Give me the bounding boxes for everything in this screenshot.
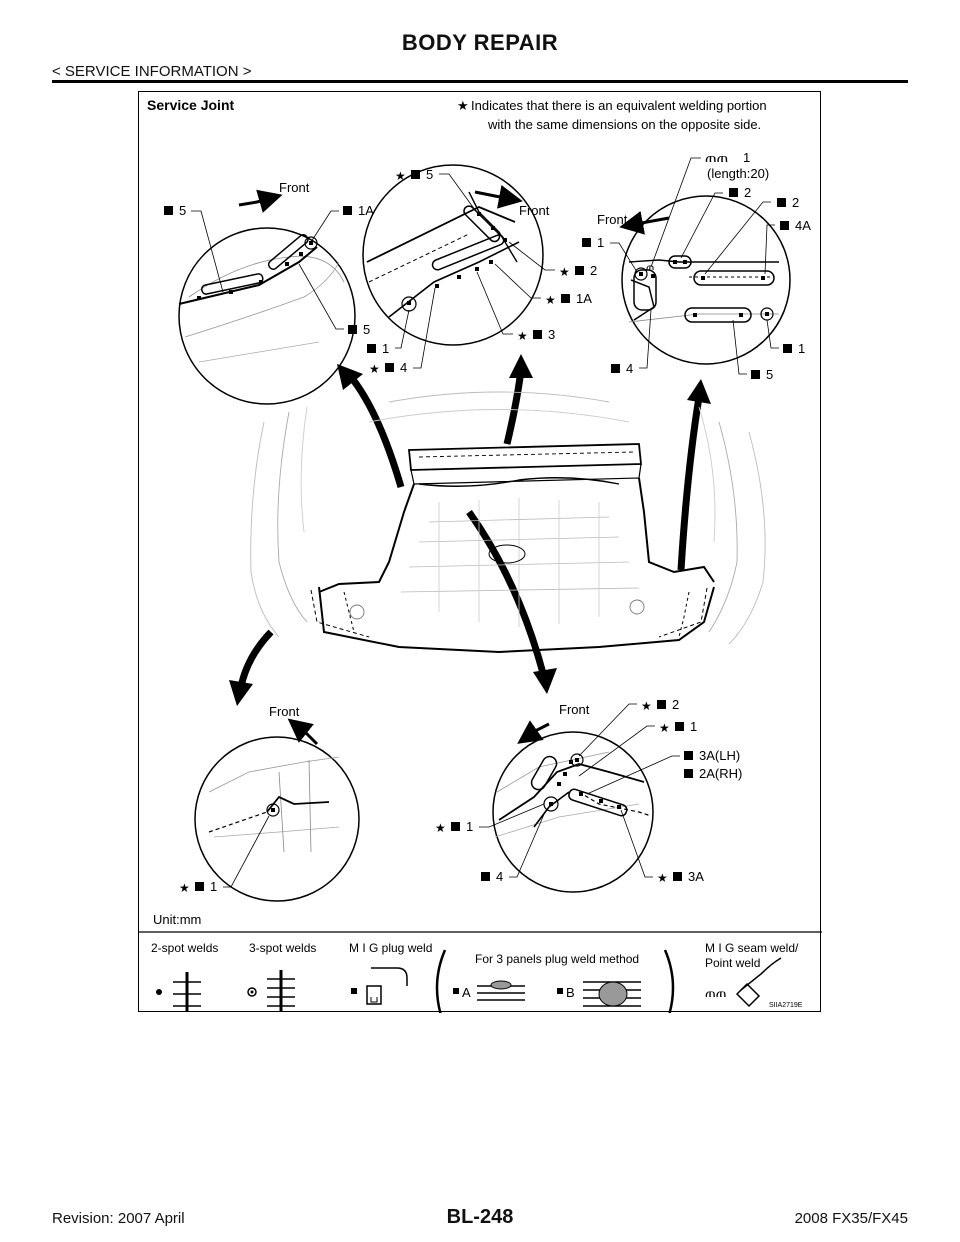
callout-label: 2 bbox=[672, 697, 679, 712]
detail-bottom-left-labels: Front ★ 1 bbox=[179, 704, 319, 895]
star-icon: ★ bbox=[517, 329, 528, 343]
star-note-line2: with the same dimensions on the opposite… bbox=[487, 117, 761, 132]
plug-method-b-icon: B bbox=[557, 981, 641, 1007]
plug-method-a-icon: A bbox=[453, 980, 525, 1001]
front-label: Front bbox=[559, 702, 590, 717]
front-label: Front bbox=[519, 203, 550, 218]
star-icon: ★ bbox=[659, 721, 670, 735]
callout-label: 1 bbox=[597, 235, 604, 250]
front-label: Front bbox=[597, 212, 628, 227]
legend-seam-line2: Point weld bbox=[705, 956, 760, 970]
detail-top-center bbox=[362, 164, 544, 346]
callout-label: 2 bbox=[744, 185, 751, 200]
callout-label: 1 bbox=[382, 341, 389, 356]
page-number: BL-248 bbox=[446, 1206, 514, 1228]
section-breadcrumb: < SERVICE INFORMATION > bbox=[52, 63, 252, 80]
plug-weld-icon bbox=[351, 967, 408, 1005]
unit-label: Unit:mm bbox=[153, 912, 201, 927]
header-rule bbox=[52, 80, 908, 83]
callout-label: 3A bbox=[688, 869, 704, 884]
star-note-line1: Indicates that there is an equivalent we… bbox=[471, 98, 767, 113]
figure-heading: Service Joint bbox=[147, 97, 234, 113]
front-label: Front bbox=[279, 180, 310, 195]
callout-label: 2 bbox=[792, 195, 799, 210]
page-title: BODY REPAIR bbox=[401, 30, 559, 55]
legend-two-spot: 2-spot welds bbox=[151, 941, 218, 955]
star-icon: ★ bbox=[179, 881, 190, 895]
legend-three-panel: For 3 panels plug weld method bbox=[475, 952, 639, 966]
detail-top-center-labels: ★ 5 Front ★ 2 ★ 1A ★ 3 1 ★ 4 bbox=[367, 167, 597, 376]
legend-three-spot: 3-spot welds bbox=[249, 941, 316, 955]
callout-label: 1A bbox=[358, 203, 374, 218]
figure-drawing: Service Joint ★ Indicates that there is … bbox=[139, 97, 822, 1013]
star-icon: ★ bbox=[657, 871, 668, 885]
star-icon: ★ bbox=[457, 98, 469, 113]
front-label: Front bbox=[269, 704, 300, 719]
legend-seam-line1: M I G seam weld/ bbox=[705, 941, 799, 955]
method-a-label: A bbox=[462, 985, 471, 1000]
callout-label: 4 bbox=[626, 361, 633, 376]
seam-weld-icon: ጠ bbox=[646, 262, 654, 273]
seam-weld-torch-icon: ጠጠ bbox=[705, 957, 782, 1008]
detail-top-right-labels: ጠጠ 1 (length:20) 2 2 4A 1 Front 1 4 5 bbox=[582, 149, 811, 382]
callout-label: 5 bbox=[766, 367, 773, 382]
callout-label: 3A(LH) bbox=[699, 748, 740, 763]
callout-label: 2A(RH) bbox=[699, 766, 742, 781]
callout-label: 1 bbox=[798, 341, 805, 356]
detail-bottom-left bbox=[194, 736, 360, 902]
star-icon: ★ bbox=[641, 699, 652, 713]
star-icon: ★ bbox=[395, 169, 406, 183]
callout-label: 1 bbox=[210, 879, 217, 894]
figure-id: SIIA2719E bbox=[769, 1002, 803, 1009]
callout-label: 1A bbox=[576, 291, 592, 306]
callout-label: 1 bbox=[690, 719, 697, 734]
revision-label: Revision: 2007 April bbox=[52, 1210, 185, 1227]
two-spot-weld-icon bbox=[156, 972, 201, 1012]
callout-label: 3 bbox=[548, 327, 555, 342]
detail-top-right: ጠ bbox=[621, 195, 791, 365]
service-joint-figure: Service Joint ★ Indicates that there is … bbox=[138, 91, 822, 1013]
method-b-label: B bbox=[566, 985, 575, 1000]
detail-top-left-labels: Front 5 1A 5 bbox=[164, 180, 374, 337]
callout-label: 5 bbox=[363, 322, 370, 337]
callout-label: 5 bbox=[426, 167, 433, 182]
callout-label: 2 bbox=[590, 263, 597, 278]
pointer-arrows bbox=[229, 354, 711, 706]
vehicle-floor-drawing bbox=[250, 391, 766, 654]
weld-legend: 2-spot welds 3-spot welds M I G plug wel… bbox=[151, 941, 799, 1013]
star-icon: ★ bbox=[559, 265, 570, 279]
seam-weld-icon: ጠጠ bbox=[705, 149, 728, 165]
seam-length-label: (length:20) bbox=[707, 166, 769, 181]
bracket-right bbox=[663, 949, 675, 1013]
detail-top-left bbox=[178, 227, 356, 405]
legend-plug: M I G plug weld bbox=[349, 941, 432, 955]
callout-label: 4A bbox=[795, 218, 811, 233]
callout-label: 4 bbox=[400, 360, 407, 375]
star-icon: ★ bbox=[435, 821, 446, 835]
detail-bottom-right bbox=[492, 731, 654, 893]
star-icon: ★ bbox=[545, 293, 556, 307]
seam-weld-icon: ጠጠ bbox=[705, 985, 727, 1000]
star-icon: ★ bbox=[369, 362, 380, 376]
bracket-left bbox=[435, 949, 447, 1013]
detail-bottom-right-labels: Front ★ 2 ★ 1 3A(LH) 2A(RH) ★ 1 4 ★ 3A bbox=[435, 697, 742, 885]
callout-label: 5 bbox=[179, 203, 186, 218]
callout-label: 1 bbox=[743, 150, 750, 165]
three-spot-weld-icon bbox=[247, 970, 295, 1012]
callout-label: 1 bbox=[466, 819, 473, 834]
model-label: 2008 FX35/FX45 bbox=[794, 1210, 908, 1227]
callout-label: 4 bbox=[496, 869, 503, 884]
